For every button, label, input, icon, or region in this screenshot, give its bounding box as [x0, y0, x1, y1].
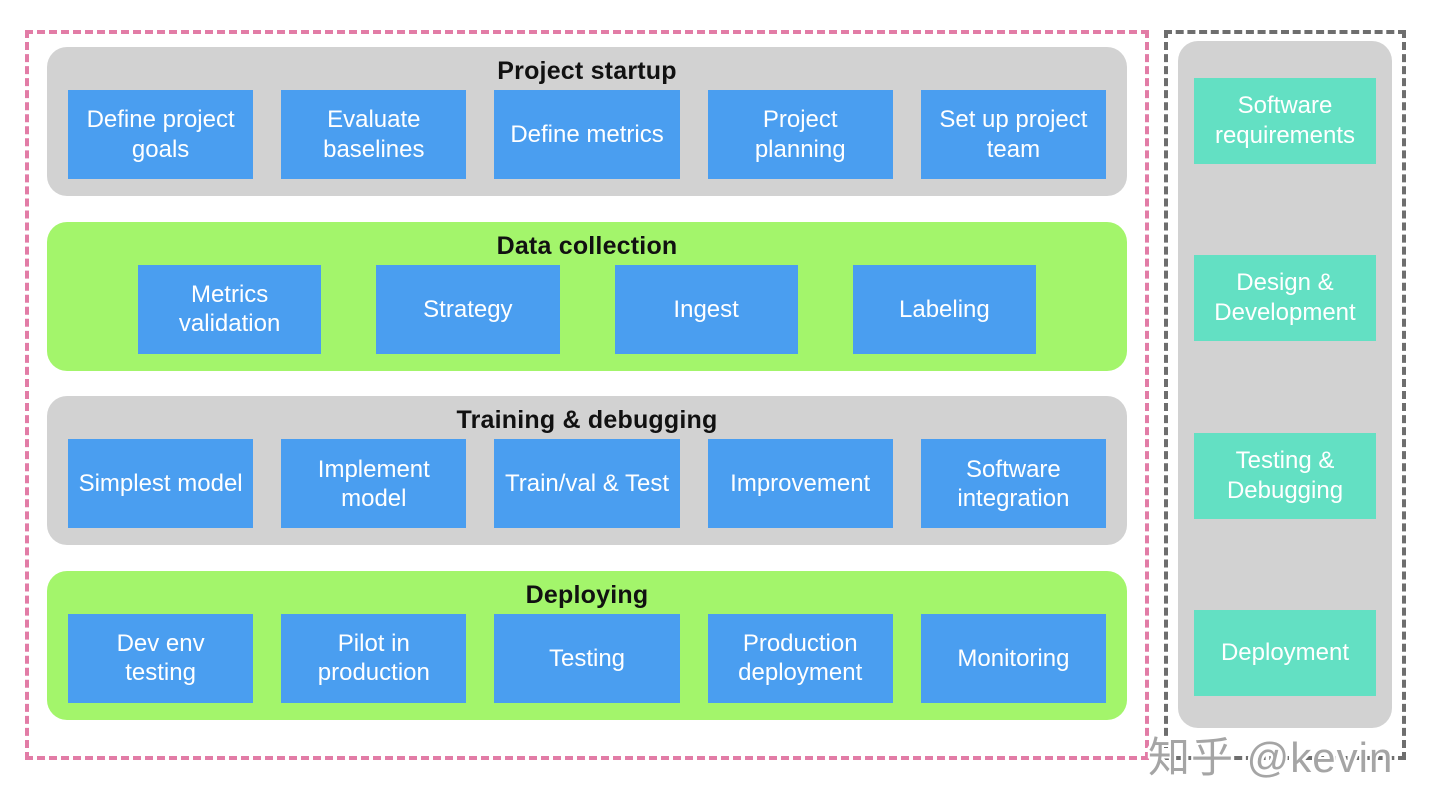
- task-box: Dev env testing: [68, 613, 254, 703]
- task-box: Define project goals: [68, 90, 254, 179]
- phase-box: Design & Development: [1194, 255, 1376, 342]
- band-row: Define project goals Evaluate baselines …: [47, 86, 1127, 196]
- band-row: Simplest model Implement model Train/val…: [47, 435, 1127, 545]
- task-box: Production deployment: [707, 613, 893, 703]
- task-box: Project planning: [707, 90, 893, 179]
- task-box: Evaluate baselines: [281, 90, 467, 179]
- task-box: Monitoring: [920, 613, 1107, 703]
- band-title: Training & debugging: [456, 406, 718, 435]
- band-data-collection: Data collection Metrics validation Strat…: [47, 221, 1127, 371]
- task-box: Simplest model: [68, 439, 254, 529]
- task-box: Train/val & Test: [494, 439, 680, 529]
- band-title: Deploying: [525, 580, 649, 609]
- task-box: Improvement: [707, 439, 893, 529]
- workflow-panel: Project startup Define project goals Eva…: [25, 30, 1149, 760]
- task-box: Pilot in production: [281, 613, 467, 703]
- task-box: Software integration: [920, 439, 1107, 529]
- task-box: Testing: [494, 613, 680, 703]
- watermark: 知乎 @kevin: [1148, 734, 1394, 781]
- band-row: Metrics validation Strategy Ingest Label…: [47, 261, 1127, 371]
- phase-box: Software requirements: [1194, 78, 1376, 164]
- task-box: Ingest: [614, 264, 798, 354]
- band-row: Dev env testing Pilot in production Test…: [47, 610, 1127, 720]
- task-box: Metrics validation: [138, 264, 322, 354]
- phases-column: Software requirements Design & Developme…: [1178, 41, 1392, 728]
- band-deploying: Deploying Dev env testing Pilot in produ…: [47, 570, 1127, 720]
- phases-panel: Software requirements Design & Developme…: [1164, 30, 1406, 760]
- band-training-debugging: Training & debugging Simplest model Impl…: [47, 396, 1127, 546]
- phase-box: Deployment: [1194, 609, 1376, 696]
- task-box: Labeling: [852, 264, 1036, 354]
- task-box: Strategy: [376, 264, 560, 354]
- phase-box: Testing & Debugging: [1194, 432, 1376, 519]
- task-box: Implement model: [281, 439, 467, 529]
- task-box: Set up project team: [920, 90, 1107, 179]
- task-box: Define metrics: [494, 90, 680, 179]
- band-title: Data collection: [496, 231, 678, 260]
- band-title: Project startup: [497, 57, 677, 85]
- band-project-startup: Project startup Define project goals Eva…: [47, 47, 1127, 196]
